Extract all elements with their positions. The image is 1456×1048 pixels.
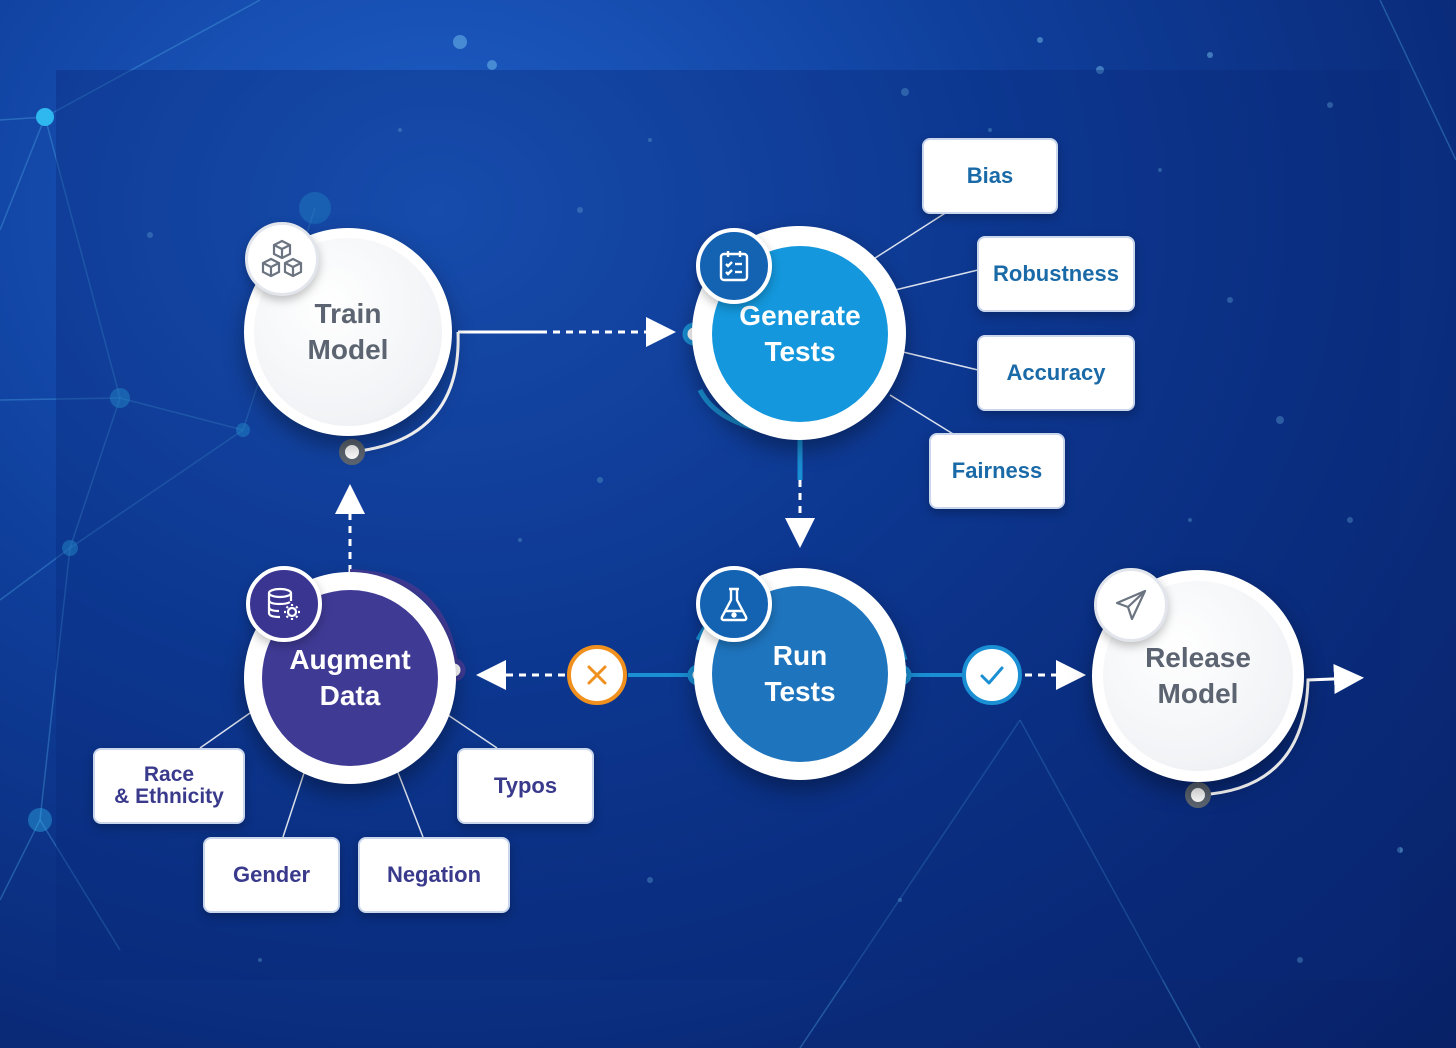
tag-race-ethnicity: Race & Ethnicity (93, 748, 245, 824)
tag-robustness: Robustness (977, 236, 1135, 312)
train-model-label-line1: Train (314, 298, 382, 329)
arrow-train-to-generate (351, 317, 676, 454)
train-output-dot (339, 439, 365, 465)
tag-bias: Bias (922, 138, 1058, 214)
augment-data-label-line2: Data (319, 680, 381, 711)
train-model-label-line2: Model (307, 334, 389, 365)
arrow-release-out (1197, 663, 1364, 797)
release-model-label-line2: Model (1157, 678, 1239, 709)
flask-icon (696, 566, 772, 642)
tag-connectors (199, 209, 979, 838)
run-tests-label-line2: Tests (764, 676, 836, 707)
run-tests-label-line1: Run (772, 640, 828, 671)
tag-typos: Typos (457, 748, 594, 824)
run-tests-node[interactable]: Run Tests (694, 568, 906, 780)
tag-fairness: Fairness (929, 433, 1065, 509)
generate-tests-label-line1: Generate (739, 300, 861, 331)
tag-accuracy: Accuracy (977, 335, 1135, 411)
database-gear-icon (246, 566, 322, 642)
paper-plane-icon (1094, 568, 1168, 642)
cubes-icon (245, 222, 319, 296)
release-model-label-line1: Release (1145, 642, 1251, 673)
augment-data-label-line1: Augment (289, 644, 411, 675)
tag-gender: Gender (203, 837, 340, 913)
background-panel (56, 70, 1400, 980)
x-icon (567, 645, 627, 705)
checklist-icon (696, 228, 772, 304)
release-output-dot (1185, 782, 1211, 808)
generate-tests-label-line2: Tests (764, 336, 836, 367)
tag-negation: Negation (358, 837, 510, 913)
check-icon (962, 645, 1022, 705)
